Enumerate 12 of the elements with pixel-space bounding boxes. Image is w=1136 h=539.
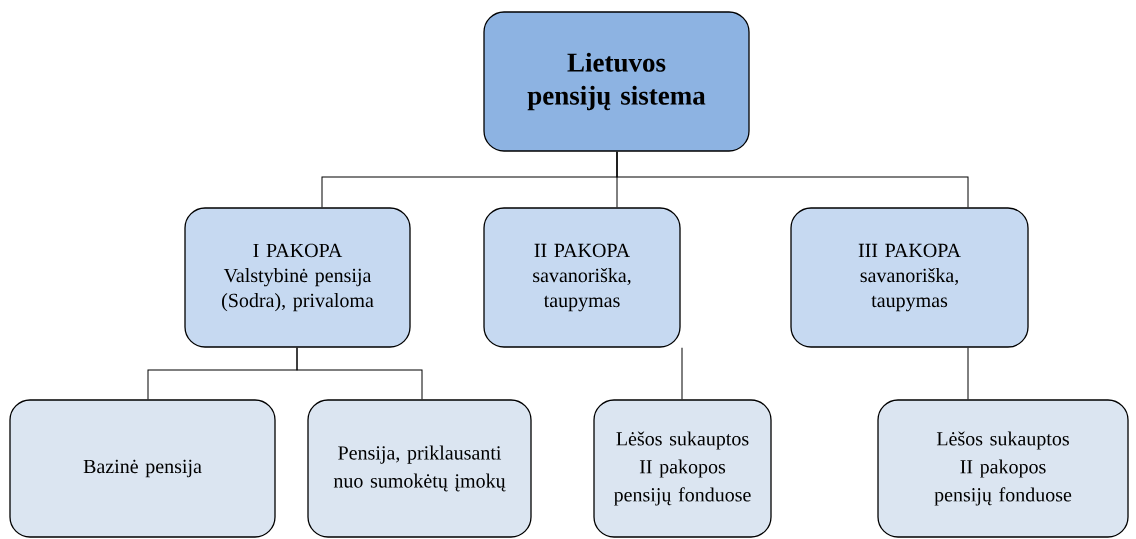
connector-line (296, 347, 423, 400)
pension-box: Lėšos sukauptos II pakopos pensijų fonduose (593, 399, 772, 538)
pension-box: Bazinė pensija (9, 399, 276, 538)
tier-box: I PAKOPA Valstybinė pensija (Sodra), privaloma (184, 207, 411, 348)
pension-box: Pensija, priklausanti nuo sumokėtų įmokų (307, 399, 532, 538)
connector-line (967, 347, 969, 400)
tier-box: II PAKOPA savanoriška, taupymas (483, 207, 681, 348)
pension-box: Lėšos sukauptos II pakopos pensijų fonduose (877, 399, 1129, 538)
connector-line (616, 151, 969, 208)
connector-line (681, 347, 683, 400)
title-box: Lietuvos pensijų sistema (483, 11, 750, 152)
tier-box: III PAKOPA savanoriška, taupymas (790, 207, 1029, 348)
